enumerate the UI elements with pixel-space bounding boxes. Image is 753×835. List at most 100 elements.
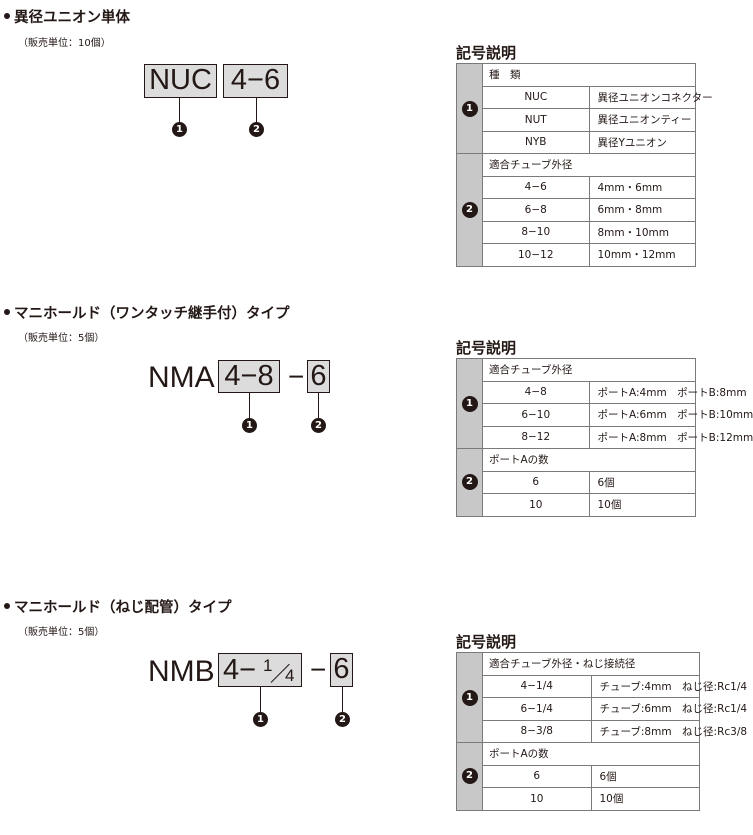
code-dash: − — [310, 654, 327, 685]
section-title: マニホールド（ワンタッチ継手付）タイプ — [4, 302, 290, 323]
desc-cell: チューブ:6mm ねじ径:Rc1/4 — [590, 697, 747, 721]
leader-line — [256, 98, 257, 122]
sales-unit: （販売単位：5個） — [18, 627, 105, 638]
marker-1-icon: 1 — [172, 122, 187, 137]
fraction-numerator: 1 — [263, 656, 273, 675]
section-title: マニホールド（ねじ配管）タイプ — [4, 596, 232, 617]
marker-1-icon: 1 — [242, 418, 257, 433]
code-cell: 10−12 — [482, 243, 590, 267]
table-row: 1 適合チューブ外径 — [456, 358, 696, 449]
table-row: 1 適合チューブ外径・ねじ接続径 — [456, 652, 700, 743]
code-cell: 8−3/8 — [482, 719, 592, 743]
section-title: 異径ユニオン単体 — [4, 6, 130, 27]
group-marker-cell: 2 — [456, 448, 483, 517]
code-cell: 10 — [482, 493, 590, 517]
code-box-size: 4−6 — [223, 64, 288, 98]
fraction-denominator: 4 — [285, 666, 295, 685]
group-header: 種 類 — [482, 63, 696, 87]
legend-title: 記号説明 — [456, 339, 517, 357]
desc-cell: 4mm・6mm — [588, 175, 696, 199]
desc-cell: ポートA:8mm ポートB:12mm — [588, 425, 753, 449]
desc-cell: ポートA:4mm ポートB:8mm — [588, 380, 747, 404]
table-row: 2 ポートAの数 — [456, 448, 696, 517]
bullet-icon — [4, 309, 10, 315]
marker-1-icon: 1 — [461, 395, 478, 412]
bullet-icon — [4, 603, 10, 609]
code-cell: 8−12 — [482, 425, 590, 449]
leader-line — [260, 687, 261, 712]
desc-cell: 10個 — [590, 787, 700, 811]
group-marker-cell: 1 — [456, 652, 483, 743]
marker-2-icon: 2 — [335, 712, 350, 727]
desc-cell: 10mm・12mm — [588, 243, 696, 267]
code-box-ports: 6 — [307, 360, 330, 393]
code-prefix-box: NUC — [144, 64, 217, 98]
desc-cell: チューブ:4mm ねじ径:Rc1/4 — [590, 674, 747, 698]
code-cell: 6 — [482, 764, 592, 788]
desc-cell: 異径ユニオンティー — [588, 108, 696, 132]
code-prefix: NMA — [148, 361, 215, 394]
leader-line — [179, 98, 180, 122]
group-marker-cell: 1 — [456, 358, 483, 449]
desc-cell: 6mm・8mm — [588, 198, 696, 222]
leader-line — [249, 393, 250, 418]
group-marker-cell: 2 — [456, 742, 483, 811]
code-cell: 4−1/4 — [482, 674, 592, 698]
sales-unit: （販売単位：5個） — [18, 333, 105, 344]
desc-cell: 6個 — [590, 764, 700, 788]
marker-1-icon: 1 — [253, 712, 268, 727]
group-marker-cell: 1 — [456, 63, 483, 154]
leader-line — [342, 687, 343, 712]
desc-cell: 6個 — [588, 470, 696, 494]
desc-cell: 10個 — [588, 493, 696, 517]
code-cell: NUC — [482, 85, 590, 109]
code-cell: NYB — [482, 130, 590, 154]
table-row: 1 種 類 — [456, 63, 696, 154]
table-row: 2 適合チューブ外径 — [456, 153, 696, 267]
group-header: 適合チューブ外径・ねじ接続径 — [482, 652, 700, 676]
marker-2-icon: 2 — [311, 418, 326, 433]
code-cell: 4−6 — [482, 175, 590, 199]
marker-1-icon: 1 — [461, 689, 478, 706]
code-box-size: 4−8 — [218, 360, 280, 393]
legend-title: 記号説明 — [456, 633, 517, 651]
code-prefix: NMB — [148, 655, 215, 688]
group-header: ポートAの数 — [482, 742, 700, 766]
marker-2-icon: 2 — [461, 474, 478, 491]
marker-2-icon: 2 — [249, 122, 264, 137]
code-box-ports: 6 — [330, 653, 353, 687]
code-cell: 10 — [482, 787, 592, 811]
desc-cell: 8mm・10mm — [588, 220, 696, 244]
desc-cell: チューブ:8mm ねじ径:Rc3/8 — [590, 719, 747, 743]
code-box-size: 4− 1 4 — [218, 653, 302, 687]
marker-2-icon: 2 — [461, 201, 478, 218]
code-cell: 6−1/4 — [482, 697, 592, 721]
legend-title: 記号説明 — [456, 44, 517, 62]
code-box-main: 4− — [223, 654, 257, 686]
group-marker-cell: 2 — [456, 153, 483, 267]
group-header: ポートAの数 — [482, 448, 696, 472]
leader-line — [318, 393, 319, 418]
code-cell: 6 — [482, 470, 590, 494]
code-cell: NUT — [482, 108, 590, 132]
code-cell: 6−8 — [482, 198, 590, 222]
table-row: 2 ポートAの数 — [456, 742, 700, 811]
